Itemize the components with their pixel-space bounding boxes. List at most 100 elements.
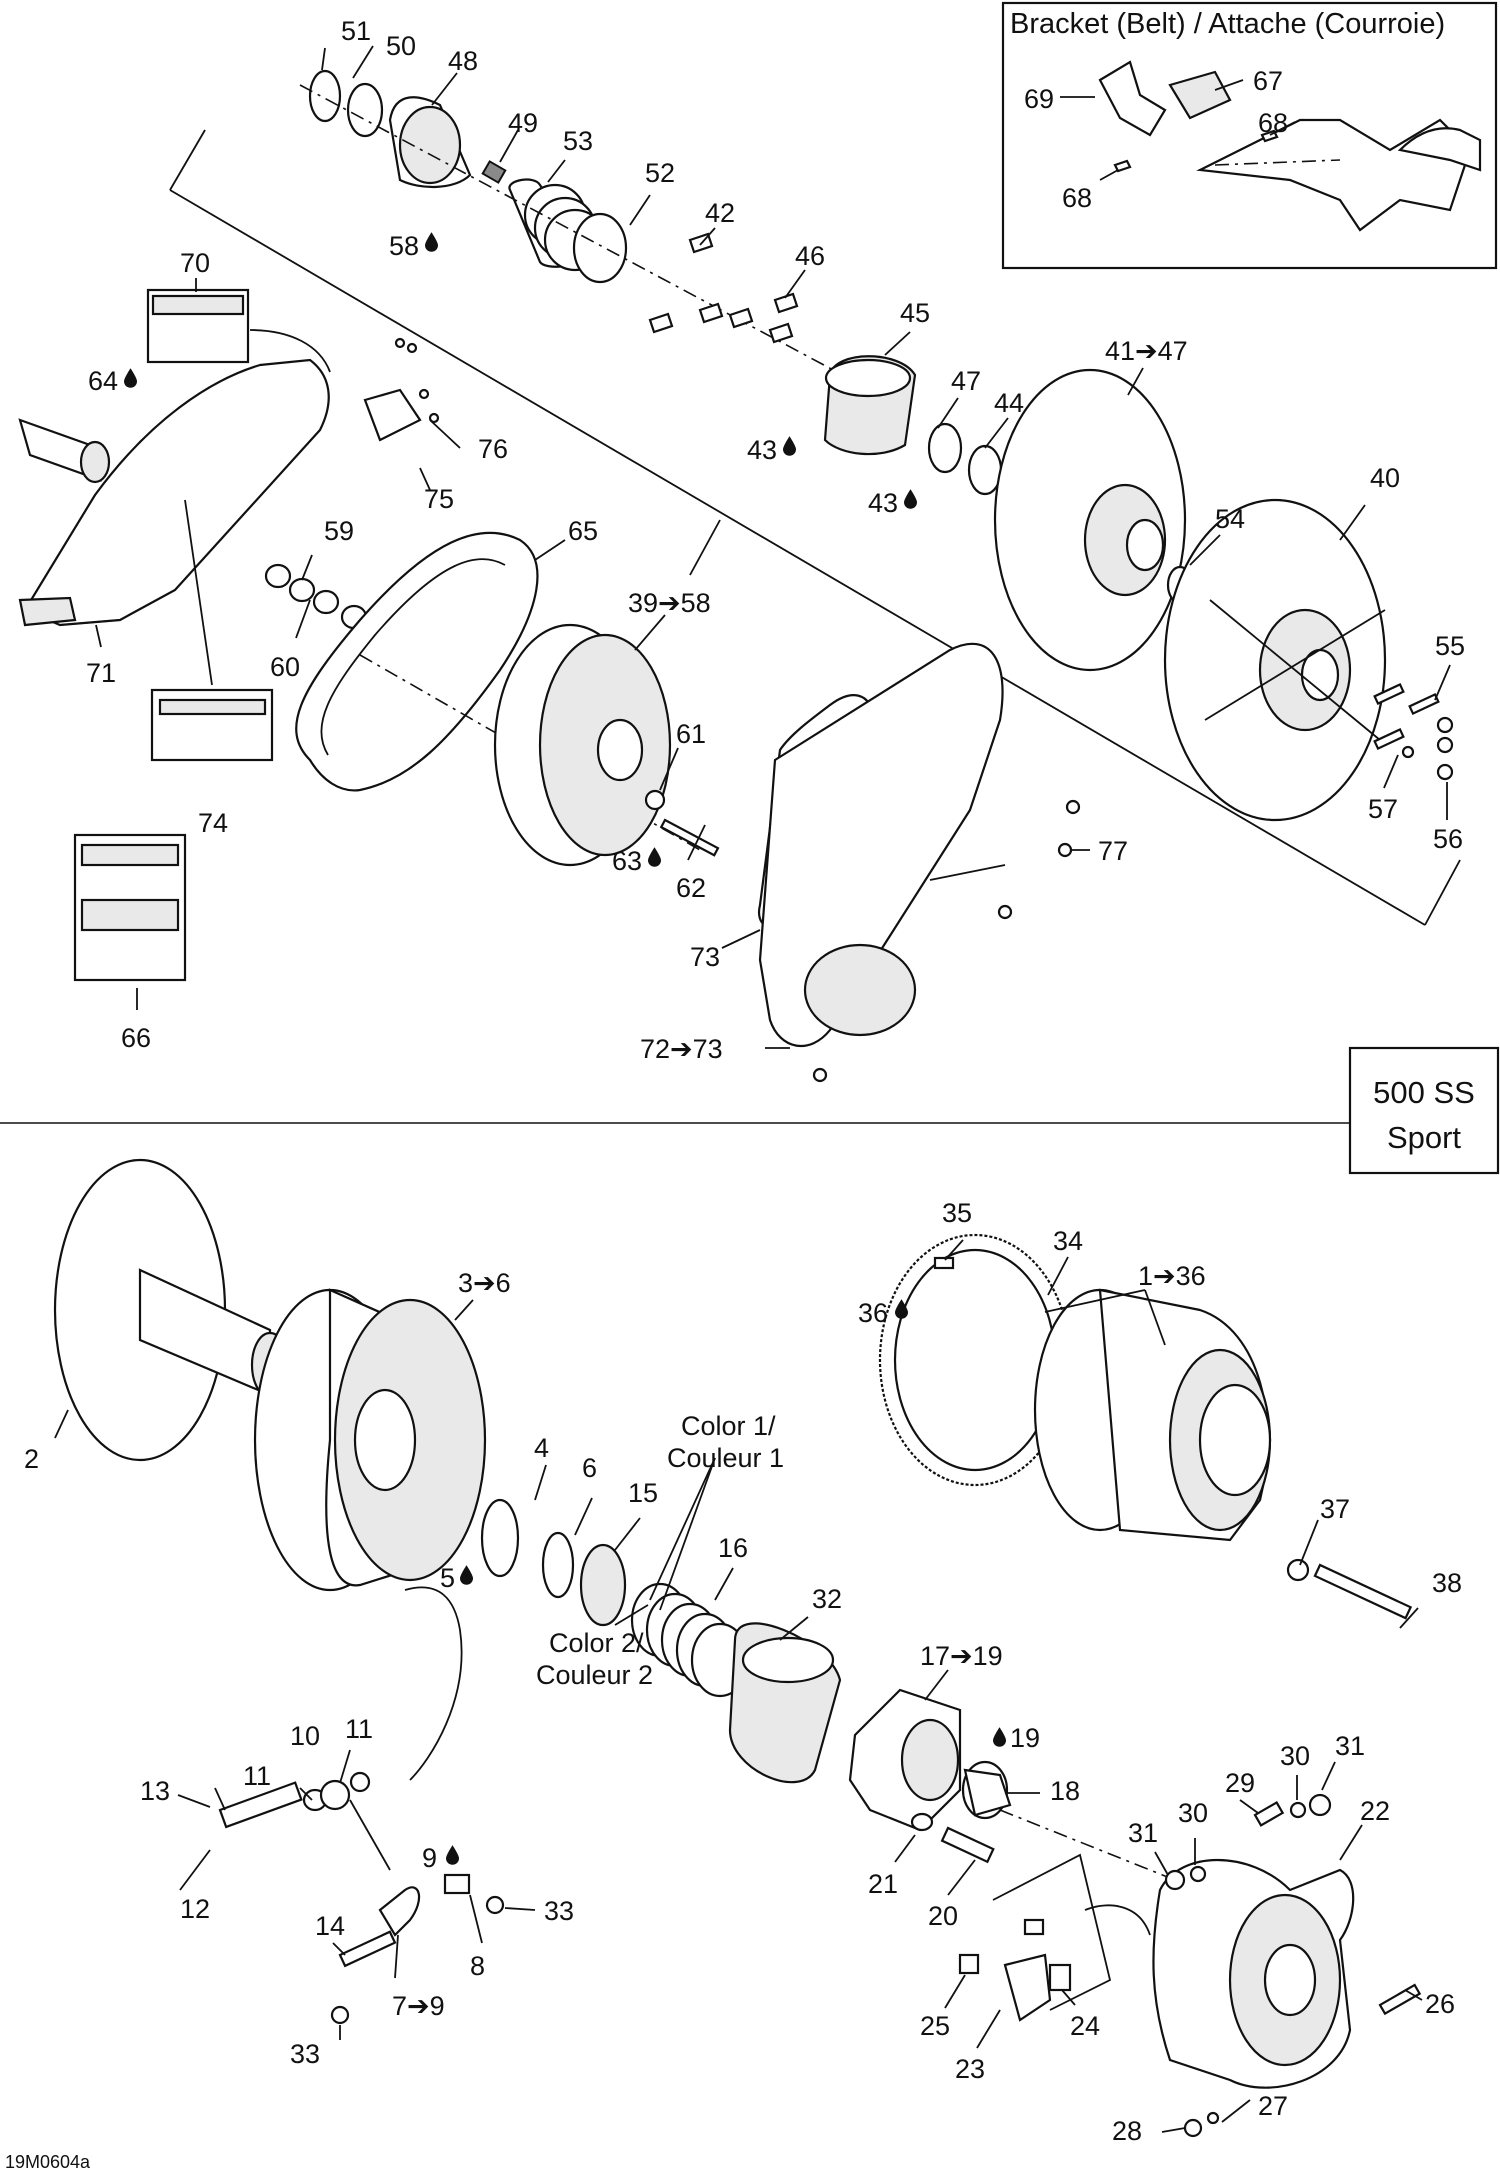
- callout-49: 49: [508, 108, 538, 138]
- pressure-spring: [630, 1582, 750, 1698]
- callout-36: 36: [858, 1298, 888, 1328]
- callout-11b: 11: [243, 1761, 271, 1791]
- callout-64: 64: [88, 366, 118, 396]
- callout-29: 29: [1225, 1768, 1255, 1798]
- lubricant-drop-icon-19: [993, 1727, 1006, 1747]
- cylinder-part-64: [18, 418, 111, 484]
- lubricant-drop-icon-9: [446, 1845, 459, 1865]
- callout-73: 73: [690, 942, 720, 972]
- ring-gear-and-drive-pulley: [878, 1233, 1413, 1620]
- callout-31a: 31: [1128, 1818, 1158, 1848]
- model-box: 500 SS Sport: [1348, 1046, 1500, 1175]
- callout-45: 45: [900, 298, 930, 328]
- callout-3-6: 3➔6: [458, 1268, 511, 1298]
- callout-7-9: 7➔9: [392, 1991, 445, 2021]
- driven-pulley-mid: [493, 623, 720, 867]
- callout-15: 15: [628, 1478, 658, 1508]
- spring-and-cup-parts: [480, 1498, 842, 1784]
- callout-37: 37: [1320, 1494, 1350, 1524]
- callout-12: 12: [180, 1894, 210, 1924]
- callout-77: 77: [1098, 836, 1128, 866]
- driven-pulley-parts-top: [299, 69, 1003, 496]
- annotation-color1-line2: Couleur 1: [667, 1443, 784, 1473]
- callout-59: 59: [324, 516, 354, 546]
- belt-bracket-drawing: [1098, 60, 1482, 232]
- drawing-code: 19M0604a: [5, 2152, 91, 2172]
- callout-61: 61: [676, 719, 706, 749]
- callout-44: 44: [994, 388, 1024, 418]
- callout-20: 20: [928, 1901, 958, 1931]
- callout-labels: 51 50 48 49 53 52 58 42 46 45 41➔47 47 4…: [5, 16, 1465, 2172]
- callout-16: 16: [718, 1533, 748, 1563]
- callout-70: 70: [180, 248, 210, 278]
- lubricant-drop-icon-64: [124, 368, 137, 388]
- callout-35: 35: [942, 1198, 972, 1228]
- lubricant-drop-icon-63: [648, 847, 661, 867]
- callout-9: 9: [422, 1843, 437, 1873]
- belt-guard-assembly: [18, 288, 440, 982]
- callout-30a: 30: [1178, 1798, 1208, 1828]
- lubricant-drop-icon-43a: [783, 436, 796, 456]
- callout-2: 2: [24, 1444, 39, 1474]
- callout-58: 58: [389, 231, 419, 261]
- callout-68a: 68: [1258, 108, 1288, 138]
- callout-19: 19: [1010, 1723, 1040, 1753]
- callout-48: 48: [448, 46, 478, 76]
- drive-pulley-fixed-half: [53, 1158, 290, 1462]
- callout-51: 51: [341, 16, 371, 46]
- callout-33b: 33: [290, 2039, 320, 2069]
- callout-leaders: [54, 45, 1451, 2133]
- callout-41-47: 41➔47: [1105, 336, 1188, 366]
- inset-bracket-box: Bracket (Belt) / Attache (Courroie): [1001, 1, 1498, 270]
- callout-52: 52: [645, 158, 675, 188]
- callout-14: 14: [315, 1911, 345, 1941]
- callout-22: 22: [1360, 1796, 1390, 1826]
- spider-17-19: [848, 1688, 1176, 1881]
- assembly-frame-lines: [169, 129, 1461, 926]
- callout-40: 40: [1370, 463, 1400, 493]
- callout-57: 57: [1368, 794, 1398, 824]
- callout-65: 65: [568, 516, 598, 546]
- callout-60: 60: [270, 652, 300, 682]
- callout-43b: 43: [868, 488, 898, 518]
- callout-32: 32: [812, 1584, 842, 1614]
- annotation-color2-line1: Color 2/: [549, 1628, 644, 1658]
- annotation-color1-line1: Color 1/: [681, 1411, 776, 1441]
- callout-72-73: 72➔73: [640, 1034, 723, 1064]
- bolt-set-55-56-57: [1373, 682, 1454, 781]
- governor-cup-22: [958, 1793, 1422, 2138]
- model-line-1: 500 SS: [1373, 1075, 1475, 1110]
- callout-11a: 11: [345, 1714, 373, 1744]
- callout-50: 50: [386, 31, 416, 61]
- callout-27: 27: [1258, 2091, 1288, 2121]
- callout-31b: 31: [1335, 1731, 1365, 1761]
- callout-5: 5: [440, 1563, 455, 1593]
- callout-30b: 30: [1280, 1741, 1310, 1771]
- callout-28: 28: [1112, 2116, 1142, 2146]
- callout-17-19: 17➔19: [920, 1641, 1003, 1671]
- callout-6: 6: [582, 1453, 597, 1483]
- callout-18: 18: [1050, 1776, 1080, 1806]
- callout-69: 69: [1024, 84, 1054, 114]
- callout-25: 25: [920, 2011, 950, 2041]
- callout-39-58: 39➔58: [628, 588, 711, 618]
- callout-46: 46: [795, 241, 825, 271]
- callout-13: 13: [140, 1776, 170, 1806]
- callout-67: 67: [1253, 66, 1283, 96]
- callout-24: 24: [1070, 2011, 1100, 2041]
- callout-10: 10: [290, 1721, 320, 1751]
- annotation-color2-line2: Couleur 2: [536, 1660, 653, 1690]
- pulley-cover: [757, 642, 1081, 1083]
- callout-47: 47: [951, 366, 981, 396]
- callout-68b: 68: [1062, 183, 1092, 213]
- model-line-2: Sport: [1387, 1120, 1461, 1155]
- callout-33a: 33: [544, 1896, 574, 1926]
- callout-71: 71: [86, 658, 116, 688]
- lubricant-drop-icon-58: [425, 232, 438, 252]
- lubricant-drop-icon-5: [460, 1565, 473, 1585]
- callout-66: 66: [121, 1023, 151, 1053]
- callout-1-36: 1➔36: [1138, 1261, 1206, 1291]
- callout-21: 21: [868, 1869, 898, 1899]
- callout-75: 75: [424, 484, 454, 514]
